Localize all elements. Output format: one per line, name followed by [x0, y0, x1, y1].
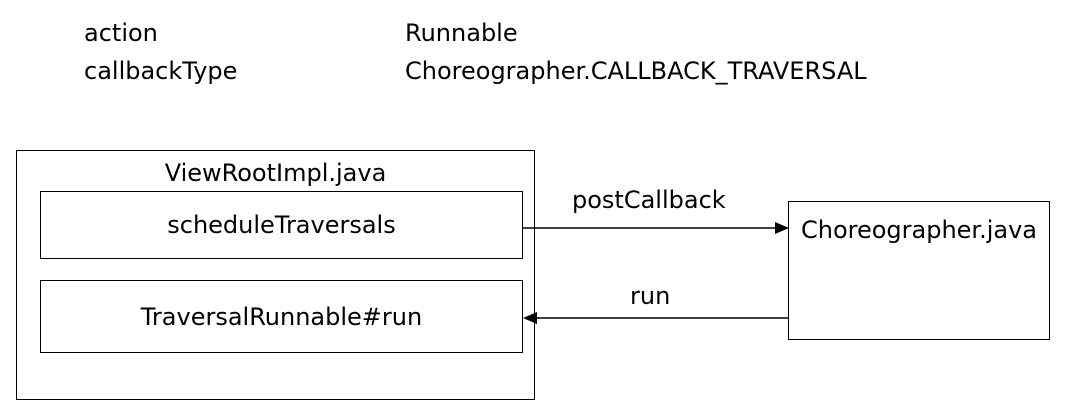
run-label: run — [630, 282, 671, 310]
schedule-traversals-label: scheduleTraversals — [167, 211, 396, 239]
param-name: action — [84, 19, 158, 47]
param-value: Runnable — [405, 19, 518, 47]
run-arrow — [523, 312, 788, 324]
view-root-impl-title: ViewRootImpl.java — [164, 159, 387, 187]
post-callback-arrow — [523, 222, 789, 234]
traversal-runnable-run-box: TraversalRunnable#run — [40, 280, 523, 353]
param-value: Choreographer.CALLBACK_TRAVERSAL — [405, 57, 867, 85]
choreographer-title: Choreographer.java — [800, 216, 1038, 244]
param-name: callbackType — [84, 57, 238, 85]
schedule-traversals-box: scheduleTraversals — [40, 191, 523, 259]
post-callback-label: postCallback — [572, 186, 726, 214]
choreographer-box: Choreographer.java — [788, 201, 1050, 340]
traversal-runnable-run-label: TraversalRunnable#run — [140, 302, 423, 331]
